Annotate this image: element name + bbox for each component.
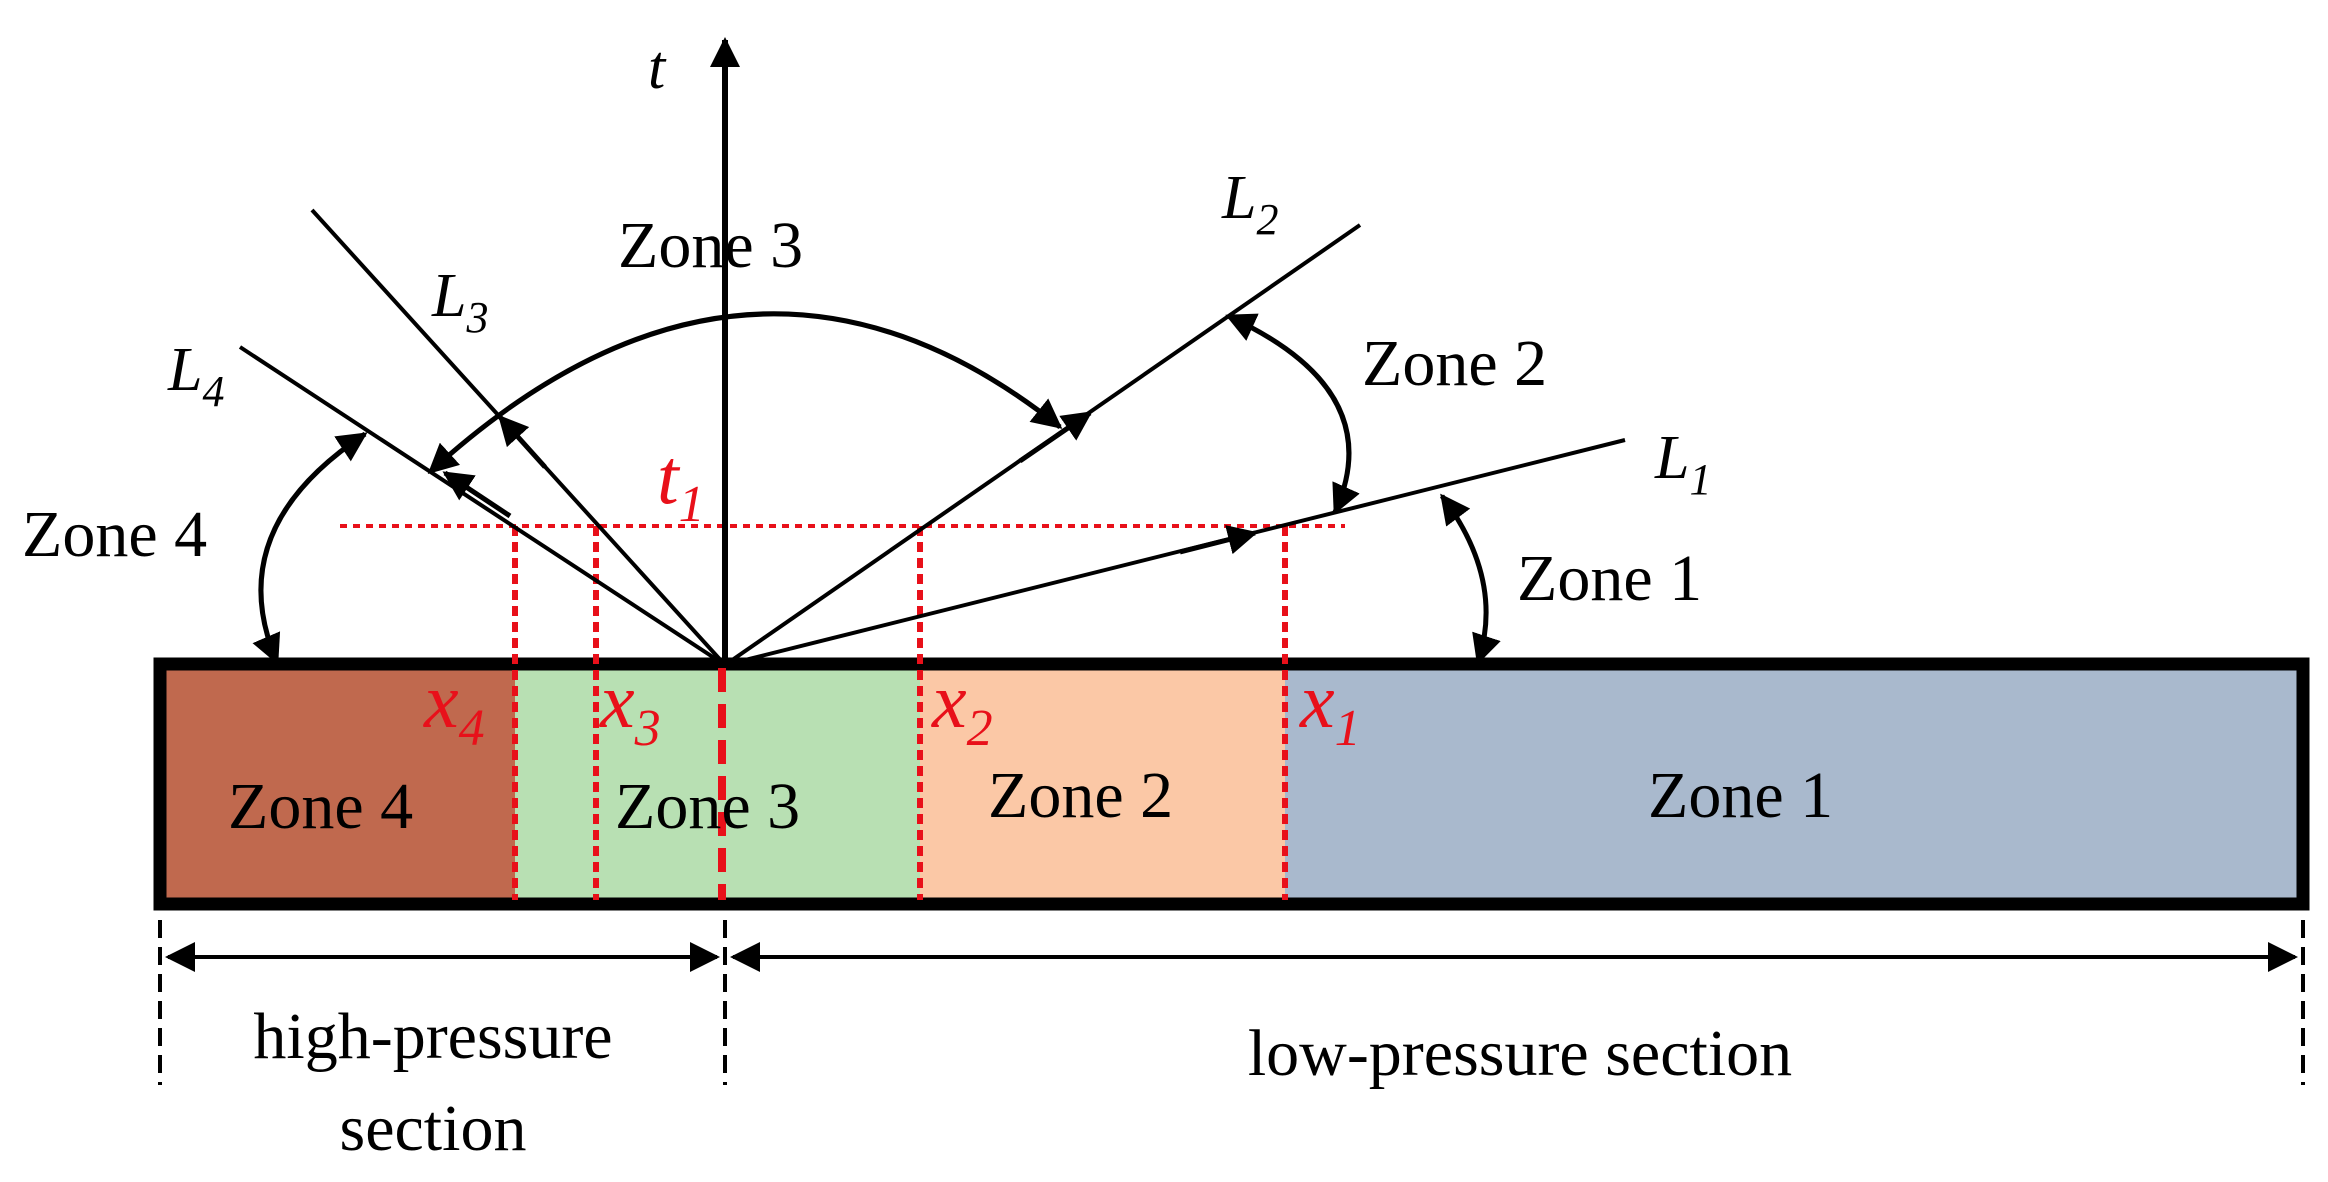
L1-direction-arrow bbox=[1179, 525, 1258, 555]
L2-label: L2 bbox=[1221, 164, 1278, 244]
wave-line-L4 bbox=[238, 345, 727, 667]
wave-line-L1 bbox=[724, 438, 1626, 667]
upper-zone-3-label: Zone 3 bbox=[618, 209, 803, 282]
L3-label: L3 bbox=[431, 262, 488, 342]
tube-zone-1-label: Zone 1 bbox=[1648, 759, 1833, 832]
zone-1-arc bbox=[1439, 493, 1501, 665]
tube-outline bbox=[153, 657, 2310, 911]
tube-zone-4-label: Zone 4 bbox=[228, 770, 413, 843]
tube-zone-3 bbox=[515, 668, 920, 900]
high-pressure-label-line2: section bbox=[340, 1092, 527, 1165]
upper-zone-2-label: Zone 2 bbox=[1362, 327, 1547, 400]
upper-zone-4-label: Zone 4 bbox=[22, 498, 207, 571]
tube-zone-2 bbox=[920, 668, 1285, 900]
upper-zone-1-label: Zone 1 bbox=[1517, 542, 1702, 615]
zone-2-arc bbox=[1225, 313, 1360, 515]
x4-marker-label: x4 bbox=[423, 657, 485, 757]
L3-direction-arrow bbox=[497, 414, 547, 469]
x2-marker-label: x2 bbox=[931, 657, 993, 757]
L4-direction-arrow bbox=[442, 470, 512, 519]
L4-label: L4 bbox=[167, 336, 224, 416]
tube-zone-2-label: Zone 2 bbox=[988, 759, 1173, 832]
position-marker-lines bbox=[340, 524, 1345, 900]
x3-marker-label: x3 bbox=[599, 657, 661, 757]
zone-3-arc bbox=[427, 311, 1063, 475]
zone-4-arc bbox=[252, 431, 368, 665]
L1-label: L1 bbox=[1654, 424, 1711, 504]
time-axis-label: t bbox=[648, 34, 667, 102]
tube-zone-1 bbox=[1285, 668, 2303, 900]
tube-zone-4 bbox=[160, 668, 515, 900]
high-pressure-label-line1: high-pressure bbox=[253, 1000, 612, 1073]
t1-marker-label: t1 bbox=[657, 433, 705, 533]
tube-zone-3-label: Zone 3 bbox=[615, 770, 800, 843]
low-pressure-label: low-pressure section bbox=[1248, 1017, 1792, 1090]
x1-marker-label: x1 bbox=[1299, 657, 1361, 757]
